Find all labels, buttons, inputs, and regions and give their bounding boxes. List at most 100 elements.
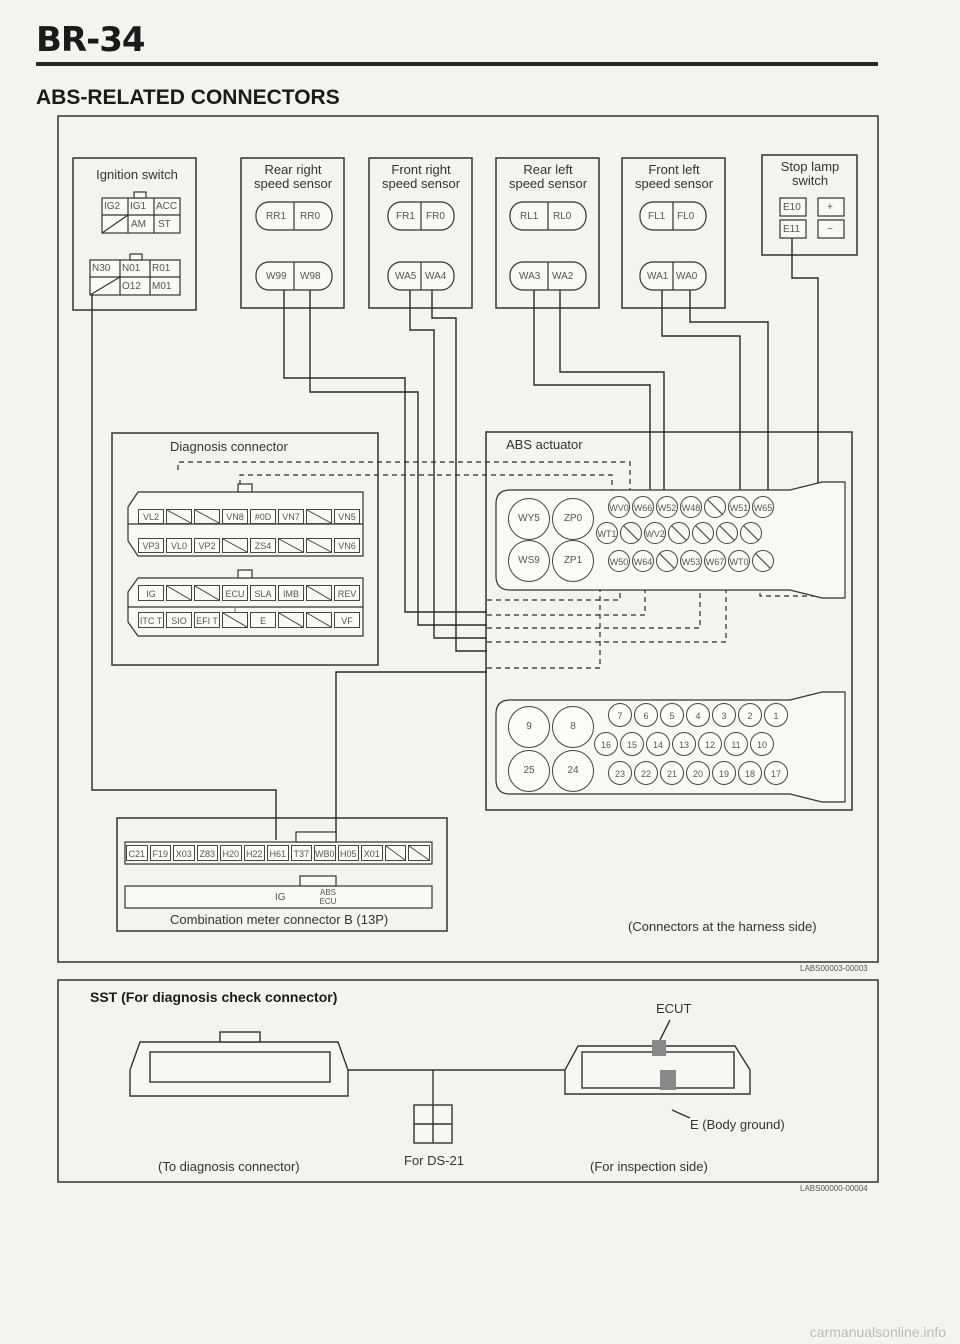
stop-pin: E11 [783, 224, 801, 235]
abs-pin: WV0 [608, 496, 630, 518]
diag-pin: VL0 [166, 538, 192, 553]
abs-pin [620, 522, 642, 544]
abs-big-pin: ZP1 [552, 540, 594, 582]
abs-num-pin: 1 [764, 703, 788, 727]
sst-title: SST (For diagnosis check connector) [90, 989, 338, 1005]
meter-connector-label: Combination meter connector B (13P) [170, 912, 389, 927]
fl-pin: FL1 [648, 211, 666, 222]
abs-pin: WT0 [728, 550, 750, 572]
abs-pin: W51 [728, 496, 750, 518]
diag-pin: REV [334, 585, 360, 601]
diag-pin [166, 585, 192, 601]
abs-actuator-label: ABS actuator [506, 437, 583, 452]
diag-pin: SLA [250, 585, 276, 601]
header-rule [36, 62, 878, 66]
diag-pin: E [250, 612, 276, 628]
abs-pin: W53 [680, 550, 702, 572]
rr-pin: W99 [266, 271, 287, 282]
diag-pin: VN7 [278, 509, 304, 524]
meter-pin: H05 [337, 845, 359, 861]
diag-pin [278, 612, 304, 628]
abs-pin: W52 [656, 496, 678, 518]
abs-num-pin: 13 [672, 732, 696, 756]
fr-pin: WA5 [395, 271, 417, 282]
body-ground-label: E (Body ground) [690, 1117, 785, 1132]
ig-pin: N30 [92, 263, 111, 274]
harness-note: (Connectors at the harness side) [628, 919, 817, 934]
diag-pin [278, 538, 304, 553]
meter-pin: C21 [126, 845, 148, 861]
abs-pin [740, 522, 762, 544]
abs-num-big-pin: 24 [552, 750, 594, 792]
ig-pin: O12 [122, 281, 141, 292]
diag-pin [306, 538, 332, 553]
abs-num-pin: 12 [698, 732, 722, 756]
diag-pin: IMB [278, 585, 304, 601]
abs-pin [752, 550, 774, 572]
fl-pin: FL0 [677, 211, 695, 222]
abs-num-pin: 18 [738, 761, 762, 785]
meter-pin: X03 [173, 845, 195, 861]
meter-pin: F19 [149, 845, 171, 861]
rl-pin: WA2 [552, 271, 574, 282]
ig-pin: R01 [152, 263, 171, 274]
diag-pin: ITC T [138, 612, 164, 628]
abs-pin [668, 522, 690, 544]
watermark: carmanualsonline.info [809, 1324, 946, 1340]
diag-pin: VP3 [138, 538, 164, 553]
abs-pin: W64 [632, 550, 654, 572]
abs-box [485, 431, 853, 811]
meter-pin: X01 [361, 845, 383, 861]
meter-pin: H20 [220, 845, 242, 861]
abs-pin: WV2 [644, 522, 666, 544]
ig-pin: AM [131, 219, 146, 230]
for-ds-label: For DS-21 [404, 1153, 464, 1168]
diag-pin [306, 509, 332, 524]
diag-pin: #0D [250, 509, 276, 524]
rr-pin: RR0 [300, 211, 321, 222]
stop-lamp-box [761, 154, 858, 256]
diag-pin: VN6 [334, 538, 360, 553]
abs-num-pin: 6 [634, 703, 658, 727]
meter-pin: H22 [243, 845, 265, 861]
abs-num-pin: 17 [764, 761, 788, 785]
abs-pin: W48 [680, 496, 702, 518]
abs-num-pin: 14 [646, 732, 670, 756]
abs-num-pin: 15 [620, 732, 644, 756]
diag-connector-label: Diagnosis connector [170, 439, 288, 454]
ig-pin: ACC [156, 201, 178, 212]
diag-pin: SIO [166, 612, 192, 628]
abs-pin: W67 [704, 550, 726, 572]
for-insp-label: (For inspection side) [590, 1159, 708, 1174]
rr-sensor-box [240, 157, 345, 309]
page-number: BR-34 [36, 20, 146, 60]
ig-pin: N01 [122, 263, 141, 274]
fr-sensor-label: Front right speed sensor [381, 162, 461, 191]
abs-num-big-pin: 25 [508, 750, 550, 792]
stop-pin: E10 [783, 202, 801, 213]
abs-big-pin: WY5 [508, 498, 550, 540]
diag-pin: VN8 [222, 509, 248, 524]
diag-pin: ZS4 [250, 538, 276, 553]
abs-num-pin: 16 [594, 732, 618, 756]
diag-pin [306, 585, 332, 601]
diag-pin: EFI T [194, 612, 220, 628]
fr-pin: FR1 [396, 211, 415, 222]
ig-pin: M01 [152, 281, 172, 292]
diag-pin [222, 538, 248, 553]
abs-num-pin: 20 [686, 761, 710, 785]
abs-num-pin: 7 [608, 703, 632, 727]
ig-pin: IG2 [104, 201, 121, 212]
fr-pin: FR0 [426, 211, 445, 222]
diag-pin: VP2 [194, 538, 220, 553]
rl-sensor-label: Rear left speed sensor [508, 162, 588, 191]
figure-code: LABS00003-00003 [800, 964, 868, 973]
rl-sensor-box [495, 157, 600, 309]
meter-pin: H61 [267, 845, 289, 861]
diag-pin: VN5 [334, 509, 360, 524]
rl-pin: RL0 [553, 211, 572, 222]
diag-pin [222, 612, 248, 628]
stop-pin: + [827, 202, 833, 213]
ignition-switch-label: Ignition switch [96, 167, 178, 182]
diag-box [111, 432, 379, 666]
